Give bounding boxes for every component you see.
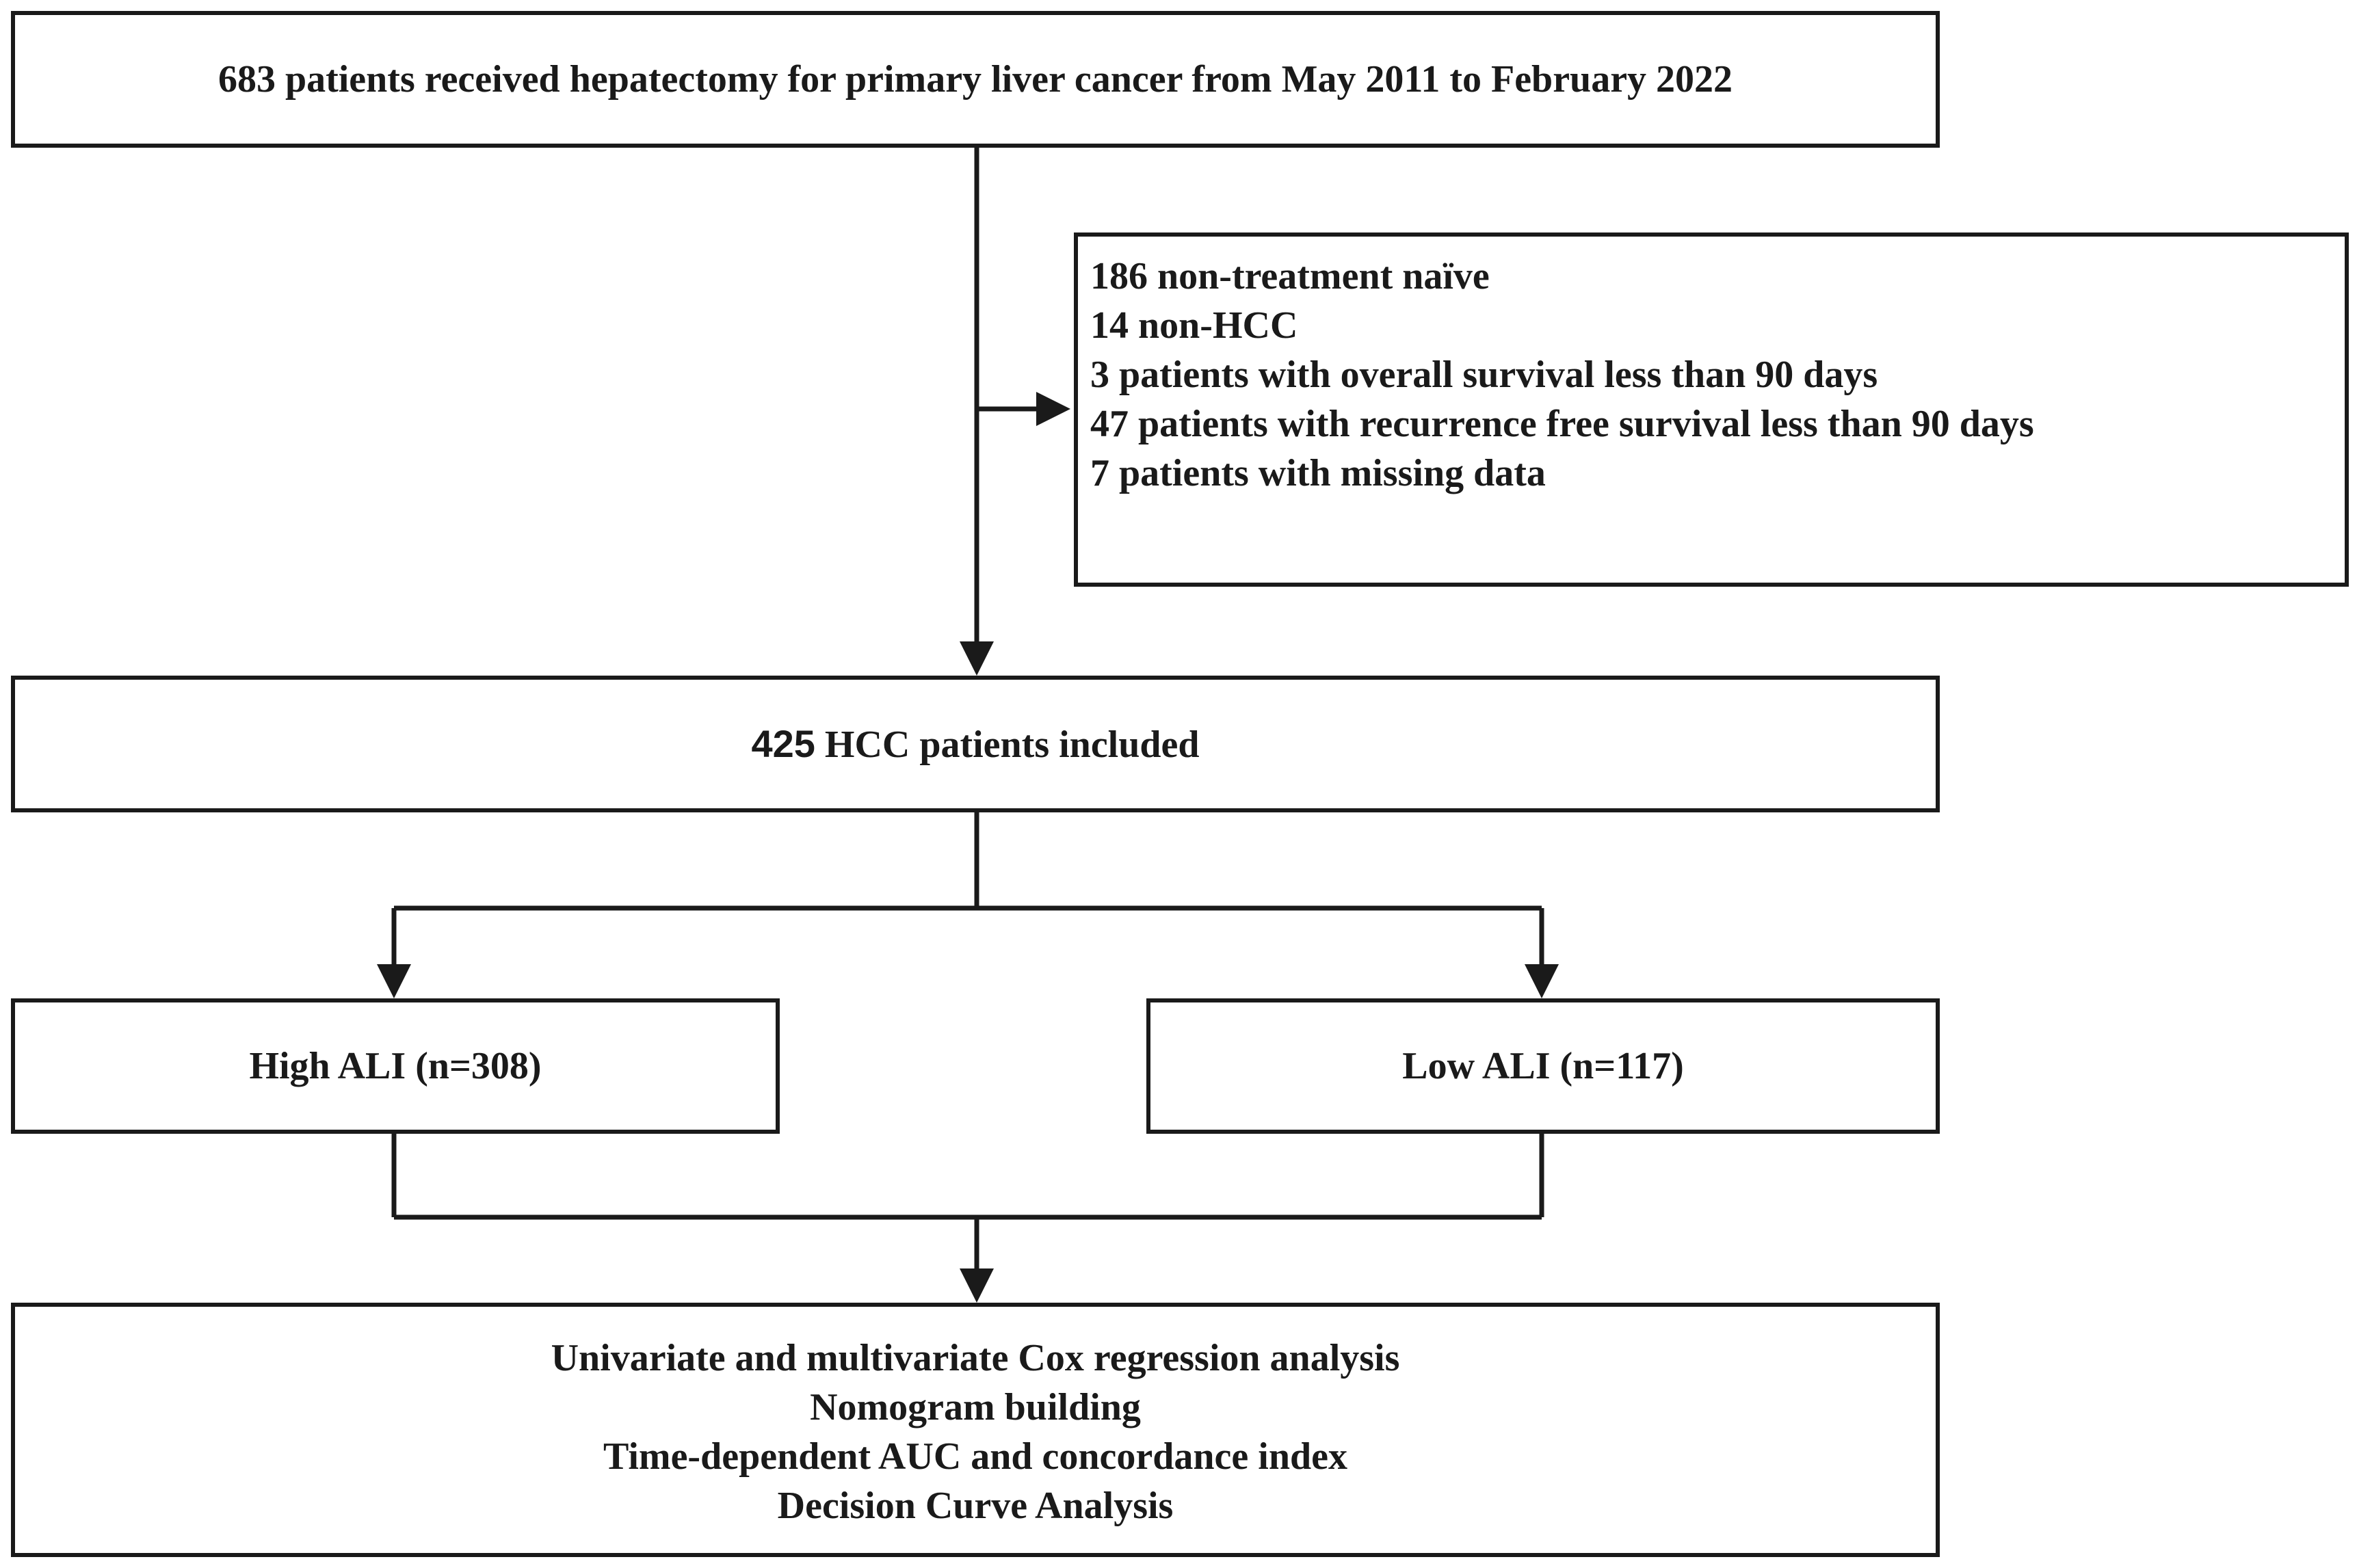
included-count: 425 — [751, 721, 815, 765]
start-text: 683 patients received hepatectomy for pr… — [218, 58, 1733, 101]
analysis-item: Time-dependent AUC and concordance index — [603, 1435, 1347, 1478]
arrowhead-high-ali — [377, 964, 411, 998]
low-ali-label: Low ALI (n=117) — [1402, 1045, 1684, 1087]
start-box: 683 patients received hepatectomy for pr… — [11, 11, 1940, 148]
arrowhead-exclusions — [1036, 392, 1070, 426]
analysis-item: Univariate and multivariate Cox regressi… — [551, 1337, 1400, 1379]
arrowhead-analysis — [960, 1268, 994, 1303]
exclusion-item: 7 patients with missing data — [1090, 452, 1546, 494]
arrowhead-included — [960, 641, 994, 676]
high-ali-label: High ALI (n=308) — [249, 1045, 542, 1087]
high-ali-box: High ALI (n=308) — [11, 998, 780, 1134]
exclusion-item: 3 patients with overall survival less th… — [1090, 354, 1878, 396]
included-label: HCC patients included — [815, 723, 1200, 766]
exclusion-item: 14 non-HCC — [1090, 304, 1298, 347]
exclusion-box: 186 non-treatment naïve 14 non-HCC 3 pat… — [1074, 232, 2349, 587]
exclusion-item: 47 patients with recurrence free surviva… — [1090, 403, 2034, 445]
included-text: 425 HCC patients included — [751, 719, 1199, 769]
analysis-box: Univariate and multivariate Cox regressi… — [11, 1303, 1940, 1557]
low-ali-box: Low ALI (n=117) — [1146, 998, 1940, 1134]
exclusion-item: 186 non-treatment naïve — [1090, 255, 1490, 297]
included-box: 425 HCC patients included — [11, 676, 1940, 812]
arrowhead-low-ali — [1525, 964, 1559, 998]
analysis-item: Nomogram building — [810, 1386, 1141, 1429]
analysis-item: Decision Curve Analysis — [777, 1485, 1174, 1527]
